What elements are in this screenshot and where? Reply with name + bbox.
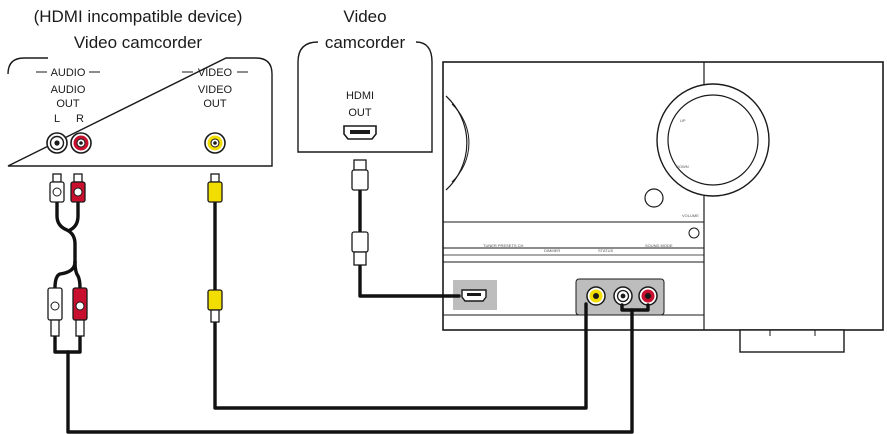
power-indicator: [688, 227, 700, 239]
audio-cable-right-branch: [630, 303, 650, 312]
audio-right-label: R: [76, 113, 84, 125]
front-hdmi-port: [461, 289, 487, 302]
hdmi-out-label-line2: OUT: [348, 107, 372, 119]
panel-label-tuner: TUNER PRESETS CH: [483, 243, 524, 248]
volume-label: VOLUME: [682, 213, 699, 218]
av-receiver: UP DOWN VOLUME TUNER PRESETS CH DIMMER S…: [442, 61, 884, 353]
audio-out-label-line1: AUDIO: [51, 84, 86, 96]
analog-camcorder-title: Video camcorder: [74, 33, 203, 52]
cables: [53, 188, 650, 434]
audio-plug-left-top: [49, 173, 65, 203]
connector-plugs: [47, 159, 369, 337]
hdmi-camcorder: Video camcorder HDMI OUT: [297, 7, 433, 153]
audio-section-label: AUDIO: [51, 67, 86, 79]
front-audio-left-jack: [613, 286, 633, 306]
panel-label-dimmer: DIMMER: [544, 248, 560, 253]
receiver-foot: [739, 329, 845, 353]
front-video-input-jack: [586, 286, 606, 306]
video-out-label-line2: OUT: [203, 98, 227, 110]
input-knob-outer: [445, 95, 468, 191]
knob-up-label: UP: [680, 118, 686, 123]
hdmi-cable-lower: [358, 263, 461, 298]
audio-out-label-line2: OUT: [56, 98, 80, 110]
analog-camcorder: (HDMI incompatible device) Video camcord…: [7, 7, 273, 167]
audio-plug-right-top: [70, 173, 86, 203]
video-out-label-line1: VIDEO: [198, 84, 233, 96]
video-plug-top: [207, 173, 223, 203]
audio-cable-split-right: [73, 260, 82, 290]
audio-cable-left-upper: [55, 200, 77, 264]
audio-cable-right-upper: [68, 200, 80, 232]
analog-camcorder-box: [7, 57, 273, 167]
audio-cable-run: [66, 303, 634, 434]
video-section-label: VIDEO: [198, 67, 233, 79]
hdmi-camcorder-box: [297, 41, 433, 153]
volume-knob-inner: [667, 94, 759, 186]
hdmi-out-label-line1: HDMI: [346, 90, 374, 102]
audio-cable-split-left: [53, 260, 77, 290]
audio-cable-bottom-loop: [53, 334, 82, 354]
hdmi-out-port: [343, 125, 377, 140]
knob-down-label: DOWN: [676, 164, 689, 169]
video-out-jack: [204, 132, 226, 154]
audio-right-jack: [70, 132, 92, 154]
video-plug-bottom: [207, 289, 223, 323]
hdmi-camcorder-title-line2: camcorder: [325, 33, 406, 52]
audio-left-jack: [46, 132, 68, 154]
front-audio-right-jack: [638, 286, 658, 306]
hdmi-incompatible-note: (HDMI incompatible device): [34, 7, 243, 26]
hdmi-plug-bottom: [351, 231, 369, 266]
audio-plug-right-bottom: [72, 287, 88, 337]
small-button: [644, 188, 664, 208]
hdmi-plug-top: [351, 159, 369, 191]
audio-plug-left-bottom: [47, 287, 63, 337]
video-cable-lower: [213, 302, 588, 410]
input-knob-inner: [451, 103, 470, 183]
panel-label-sound-mode: SOUND MODE: [645, 243, 673, 248]
panel-label-status: STATUS: [598, 248, 614, 253]
audio-left-label: L: [54, 113, 60, 125]
hdmi-camcorder-title-line1: Video: [343, 7, 386, 26]
